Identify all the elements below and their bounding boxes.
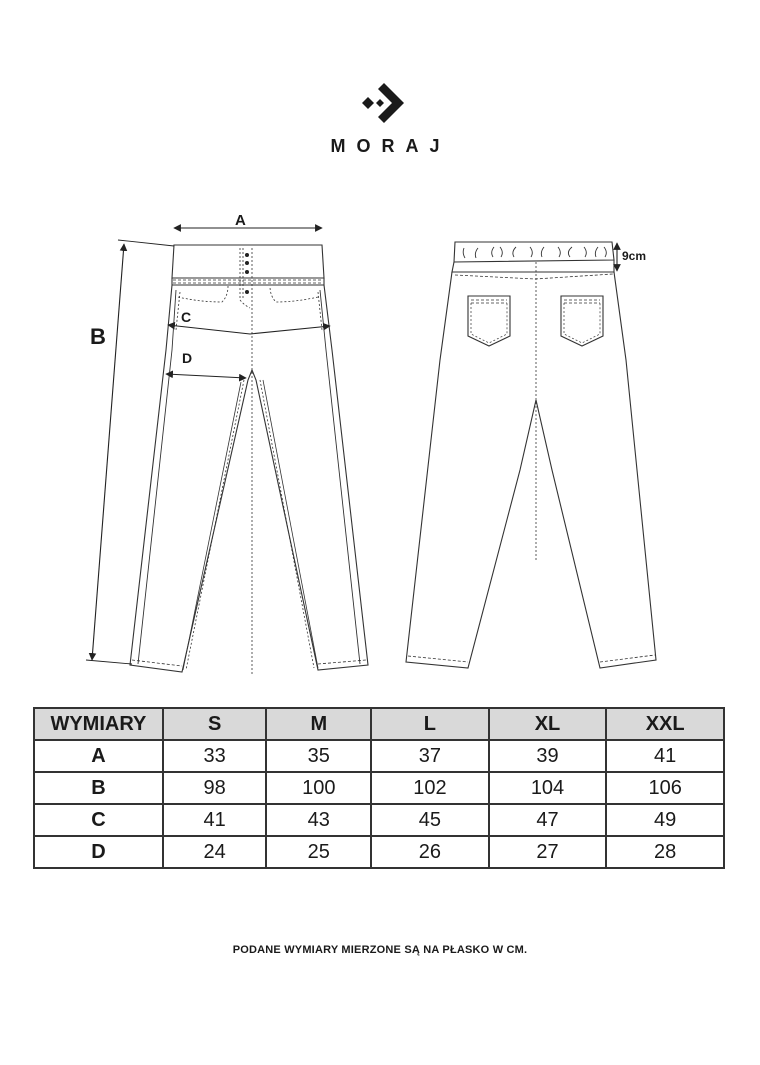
size-chart-table: WYMIARY S M L XL XXL A 33 35 37 39 41 B … <box>33 707 725 869</box>
brand-name: MORAJ <box>330 136 451 156</box>
table-cell: 45 <box>370 803 490 837</box>
pants-technical-drawing <box>85 224 657 675</box>
measurement-footnote: PODANE WYMIARY MIERZONE SĄ NA PŁASKO W C… <box>232 944 528 956</box>
table-cell: 28 <box>605 835 725 869</box>
table-cell: 49 <box>605 803 725 837</box>
header-dimensions: WYMIARY <box>33 707 164 741</box>
table-cell: 27 <box>487 835 608 869</box>
table-row: D 24 25 26 27 28 <box>33 835 725 869</box>
header-size-m: M <box>265 707 373 741</box>
table-cell: 41 <box>161 803 268 837</box>
header-size-l: L <box>370 707 490 741</box>
dimension-d-label: D <box>182 350 193 366</box>
table-cell: 100 <box>265 771 373 805</box>
table-cell: 98 <box>161 771 268 805</box>
table-cell: 104 <box>487 771 608 805</box>
brand-logo-icon <box>362 83 404 123</box>
header-size-xxl: XXL <box>605 707 725 741</box>
row-label: B <box>33 771 164 805</box>
table-cell: 37 <box>370 739 490 773</box>
table-cell: 35 <box>265 739 373 773</box>
waistband-height-label: 9cm <box>622 249 647 263</box>
dimension-a-label: A <box>235 212 246 229</box>
row-label: C <box>33 803 164 837</box>
dimension-b-label: B <box>90 324 106 349</box>
header-size-s: S <box>161 707 268 741</box>
table-cell: 41 <box>605 739 725 773</box>
row-label: A <box>33 739 164 773</box>
table-row: B 98 100 102 104 106 <box>33 771 725 805</box>
table-cell: 24 <box>161 835 268 869</box>
table-cell: 26 <box>370 835 490 869</box>
table-cell: 33 <box>161 739 268 773</box>
table-row: C 41 43 45 47 49 <box>33 803 725 837</box>
table-header-row: WYMIARY S M L XL XXL <box>33 707 725 741</box>
table-cell: 25 <box>265 835 373 869</box>
table-cell: 106 <box>605 771 725 805</box>
row-label: D <box>33 835 164 869</box>
table-cell: 47 <box>487 803 608 837</box>
header-size-xl: XL <box>487 707 608 741</box>
table-row: A 33 35 37 39 41 <box>33 739 725 773</box>
table-cell: 39 <box>487 739 608 773</box>
pants-diagram: A B C D 9cm <box>0 200 760 690</box>
dimension-c-label: C <box>181 309 192 325</box>
table-cell: 102 <box>370 771 490 805</box>
table-cell: 43 <box>265 803 373 837</box>
